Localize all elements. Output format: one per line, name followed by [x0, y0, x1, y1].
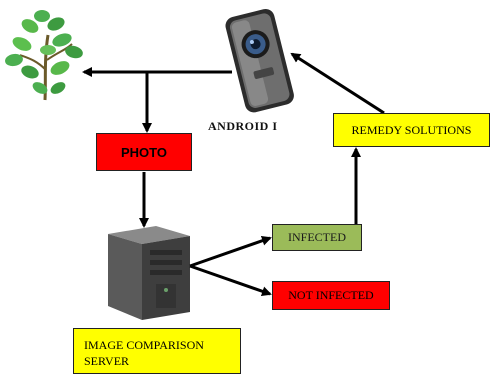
server-label-line2: SERVER [84, 354, 130, 368]
not-infected-label: NOT INFECTED [288, 288, 374, 302]
remedy-solutions-label: REMEDY SOLUTIONS [351, 122, 472, 137]
remedy-solutions-box: REMEDY SOLUTIONS [333, 113, 490, 147]
server-label-line1: IMAGE COMPARISON [84, 338, 204, 352]
arrow-server-to-not-infected [189, 264, 272, 297]
image-comparison-server-box: IMAGE COMPARISON SERVER [73, 328, 241, 374]
not-infected-box: NOT INFECTED [272, 281, 390, 310]
arrow-remedy-to-phone [290, 52, 385, 115]
server-tower-icon [108, 226, 190, 320]
plant-icon [5, 10, 83, 101]
infected-box: INFECTED [272, 224, 362, 251]
smartphone-camera-icon [225, 8, 294, 113]
photo-box: PHOTO [96, 133, 192, 171]
photo-label: PHOTO [121, 144, 167, 160]
arrow-server-to-infected [189, 235, 272, 268]
infected-label: INFECTED [288, 230, 346, 244]
android-label: ANDROID I [208, 119, 278, 133]
